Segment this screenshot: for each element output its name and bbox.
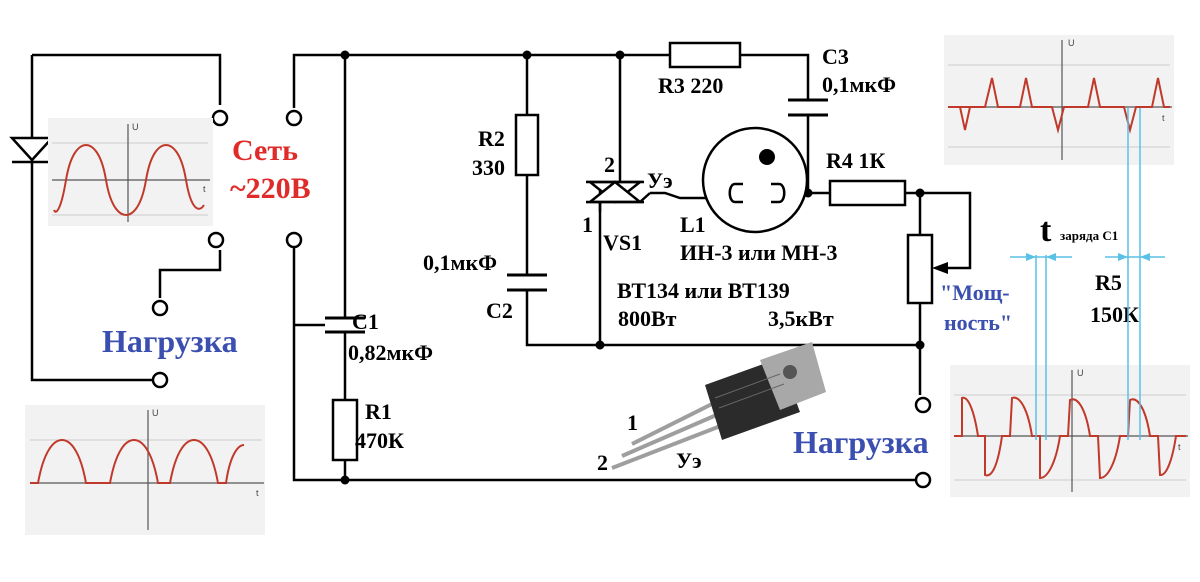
load-terminal[interactable] — [151, 299, 169, 317]
capacitor-c1 — [325, 316, 365, 334]
triac-pin2-label: 2 — [604, 152, 615, 177]
junction-dot — [915, 188, 925, 198]
main-circuit-wires — [292, 53, 972, 482]
axis-t-label: t — [1162, 113, 1165, 123]
phase-cut-waveform — [954, 396, 1186, 480]
r1-label: R1 — [365, 399, 392, 424]
triac-icon — [586, 168, 651, 212]
triac-package-icon — [611, 342, 826, 470]
axis-u-label: U — [1068, 38, 1075, 48]
load-terminal[interactable] — [151, 371, 169, 389]
junction-dot — [522, 50, 532, 60]
r1-value-label: 470К — [355, 428, 404, 453]
r5-label: R5 — [1095, 270, 1122, 295]
r2-label: R2 — [478, 126, 505, 151]
potentiometer-r5[interactable] — [906, 233, 948, 305]
junction-dot — [340, 475, 350, 485]
network-terminal[interactable] — [285, 109, 303, 127]
r5-value-label: 150К — [1090, 302, 1139, 327]
network-label: Сеть — [232, 134, 298, 167]
axis-u-label: U — [152, 408, 159, 418]
network-terminal[interactable] — [285, 231, 303, 249]
charge-time-caption: заряда C1 — [1060, 228, 1118, 243]
r4-label: R4 1К — [826, 148, 885, 173]
vs1-label: VS1 — [603, 230, 642, 255]
axis-t-label: t — [256, 488, 259, 498]
half-wave-panel: U t — [25, 405, 265, 535]
triac-gate-label: Уэ — [647, 168, 673, 193]
l1-type-label: ИН-3 или МН-3 — [680, 240, 837, 265]
sine-waveform — [53, 143, 205, 217]
switch-terminal[interactable] — [207, 231, 225, 249]
c1-value-label: 0,82мкФ — [348, 340, 433, 365]
pulse-waveform — [948, 77, 1170, 134]
network-voltage-label: ~220В — [230, 172, 311, 205]
package-pin2-label: 2 — [597, 450, 608, 475]
axis-t-label: t — [1178, 442, 1181, 452]
axis-u-label: U — [132, 122, 139, 132]
c3-label: C3 — [822, 44, 849, 69]
power-low-label: 800Вт — [618, 306, 677, 331]
triac-pin1-label: 1 — [582, 212, 593, 237]
package-pin1-label: 1 — [627, 410, 638, 435]
half-wave-waveform — [30, 438, 245, 484]
charge-time-markers — [1010, 108, 1165, 440]
junction-dot — [615, 50, 625, 60]
charge-time-symbol: t — [1040, 212, 1052, 249]
r3-label: R3 220 — [658, 73, 723, 98]
junction-dot — [340, 50, 350, 60]
potentiometer-label-line2: ность" — [944, 310, 1012, 335]
pulse-wave-panel: U t — [944, 35, 1174, 165]
resistor-r1 — [331, 398, 359, 462]
neon-lamp-icon — [701, 126, 809, 234]
l1-label: L1 — [680, 212, 706, 237]
load-terminal[interactable] — [914, 396, 932, 414]
phase-cut-wave-panel: U t — [950, 365, 1190, 497]
r2-value-label: 330 — [472, 155, 505, 180]
switch-terminal[interactable] — [211, 109, 229, 127]
triac-types-label: ВТ134 или ВТ139 — [617, 278, 790, 303]
power-high-label: 3,5кВт — [768, 306, 834, 331]
sine-wave-panel: U t — [48, 118, 213, 226]
capacitor-c3 — [788, 98, 828, 117]
diode-circuit — [9, 53, 229, 389]
load-terminal[interactable] — [914, 471, 932, 489]
junction-dot — [595, 340, 605, 350]
capacitor-c2 — [507, 273, 547, 292]
package-gate-label: Уэ — [676, 448, 702, 473]
c3-value-label: 0,1мкФ — [822, 72, 896, 97]
axis-u-label: U — [1077, 368, 1084, 378]
resistor-r3 — [668, 41, 742, 69]
diode-icon — [9, 136, 55, 164]
c1-label: C1 — [352, 309, 379, 334]
axis-t-label: t — [203, 184, 206, 194]
c2-label: C2 — [486, 298, 513, 323]
resistor-r4 — [828, 179, 907, 207]
c2-value-label: 0,1мкФ — [423, 250, 497, 275]
resistor-r2 — [514, 113, 540, 177]
junction-dot — [915, 340, 925, 350]
load-label-left: Нагрузка — [102, 323, 238, 359]
potentiometer-label-line1: "Мощ- — [940, 280, 1010, 305]
load-label-right: Нагрузка — [793, 424, 929, 460]
